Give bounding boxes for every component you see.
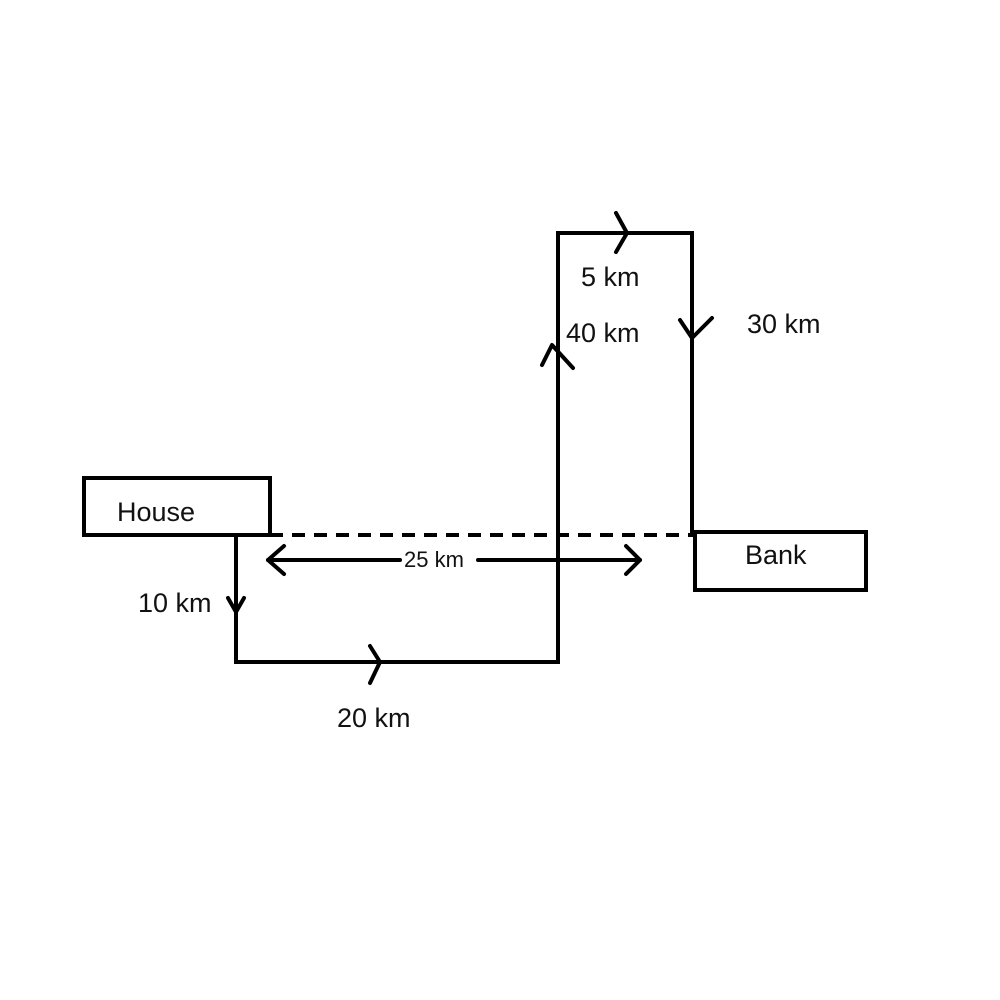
- arrow-down-icon: [678, 316, 714, 340]
- displacement-label: 25 km: [404, 547, 464, 572]
- segment-label-east: 20 km: [337, 703, 411, 733]
- segment-label-down: 10 km: [138, 588, 212, 618]
- arrow-right-icon: [614, 211, 629, 254]
- house-box: [82, 476, 272, 537]
- arrow-right-icon: [368, 644, 382, 685]
- arrow-down-icon: [226, 596, 246, 614]
- segment-label-north: 40 km: [566, 318, 640, 348]
- arrow-up-icon: [540, 343, 575, 370]
- segment-label-south: 30 km: [747, 309, 821, 339]
- segment-label-top: 5 km: [581, 262, 640, 292]
- bank-label: Bank: [745, 540, 807, 570]
- arrow-left-icon: [266, 544, 286, 576]
- arrow-right-icon: [624, 544, 642, 576]
- route-path: [234, 231, 694, 664]
- house-label: House: [117, 497, 195, 527]
- bank-box: [693, 530, 868, 592]
